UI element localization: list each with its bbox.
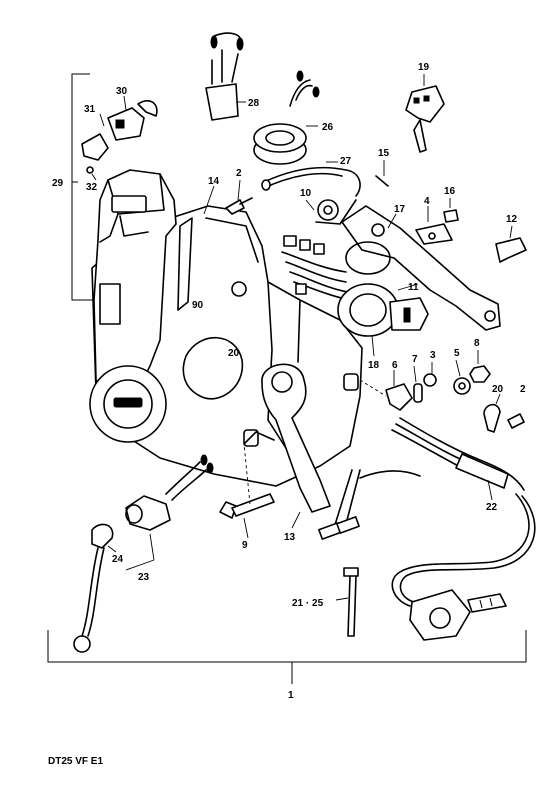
callout-30: 30 [116, 86, 128, 97]
callout-11: 11 [408, 282, 419, 293]
diagram-code: DT25 VF E1 [48, 756, 103, 767]
callout-16: 16 [444, 186, 456, 197]
callout-18: 18 [368, 360, 380, 371]
callout-9: 9 [242, 540, 248, 551]
callout-3: 3 [430, 350, 436, 361]
shift-lever [243, 363, 331, 513]
callout-5: 5 [454, 348, 460, 359]
group-bracket-29 [71, 73, 100, 301]
leader-lines [91, 74, 513, 601]
trim-switch-parts [81, 100, 158, 174]
cable-tie [343, 567, 359, 637]
callout-8: 8 [474, 338, 480, 349]
connector-28 [205, 32, 244, 121]
bracket-plate [341, 205, 501, 331]
callout-13: 13 [284, 532, 296, 543]
cable-27 [261, 166, 361, 225]
svg-text:20: 20 [228, 348, 240, 359]
small-parts [225, 175, 527, 433]
callout-21-25: 21 · 25 [292, 598, 324, 609]
emergency-stop-switch [73, 454, 214, 653]
bolt [219, 493, 275, 519]
wiring-harness [281, 235, 351, 301]
callout-2: 2 [236, 168, 242, 179]
callout-14: 14 [208, 176, 220, 187]
callout-4: 4 [424, 196, 430, 207]
main-switch [337, 283, 429, 337]
callout-7: 7 [412, 354, 418, 365]
ignition-key [405, 85, 445, 153]
callout-22: 22 [486, 502, 498, 513]
grommet [253, 123, 307, 165]
callout-32: 32 [86, 182, 98, 193]
callout-labels: 2 2 3 4 5 6 7 8 9 10 11 12 13 14 15 16 1… [52, 62, 526, 701]
lever-leads [318, 469, 421, 540]
callout-28: 28 [248, 98, 260, 109]
assembly-bracket [47, 630, 527, 684]
callout-31: 31 [84, 104, 96, 115]
callout-15: 15 [378, 148, 390, 159]
callout-19: 19 [418, 62, 430, 73]
callout-29: 29 [52, 178, 64, 189]
callout-12: 12 [506, 214, 518, 225]
callout-1: 1 [288, 690, 294, 701]
callout-26: 26 [322, 122, 334, 133]
callout-10: 10 [300, 188, 312, 199]
callout-20: 20 [492, 384, 504, 395]
callout-17: 17 [394, 204, 406, 215]
callout-2b: 2 [520, 384, 526, 395]
callout-24: 24 [112, 554, 124, 565]
callout-23: 23 [138, 572, 150, 583]
callout-6: 6 [392, 360, 398, 371]
callout-27: 27 [340, 156, 352, 167]
harness-cable [391, 417, 536, 641]
svg-text:90: 90 [192, 300, 204, 311]
remote-control-handle [89, 169, 193, 443]
wire-lead-top [289, 70, 320, 107]
